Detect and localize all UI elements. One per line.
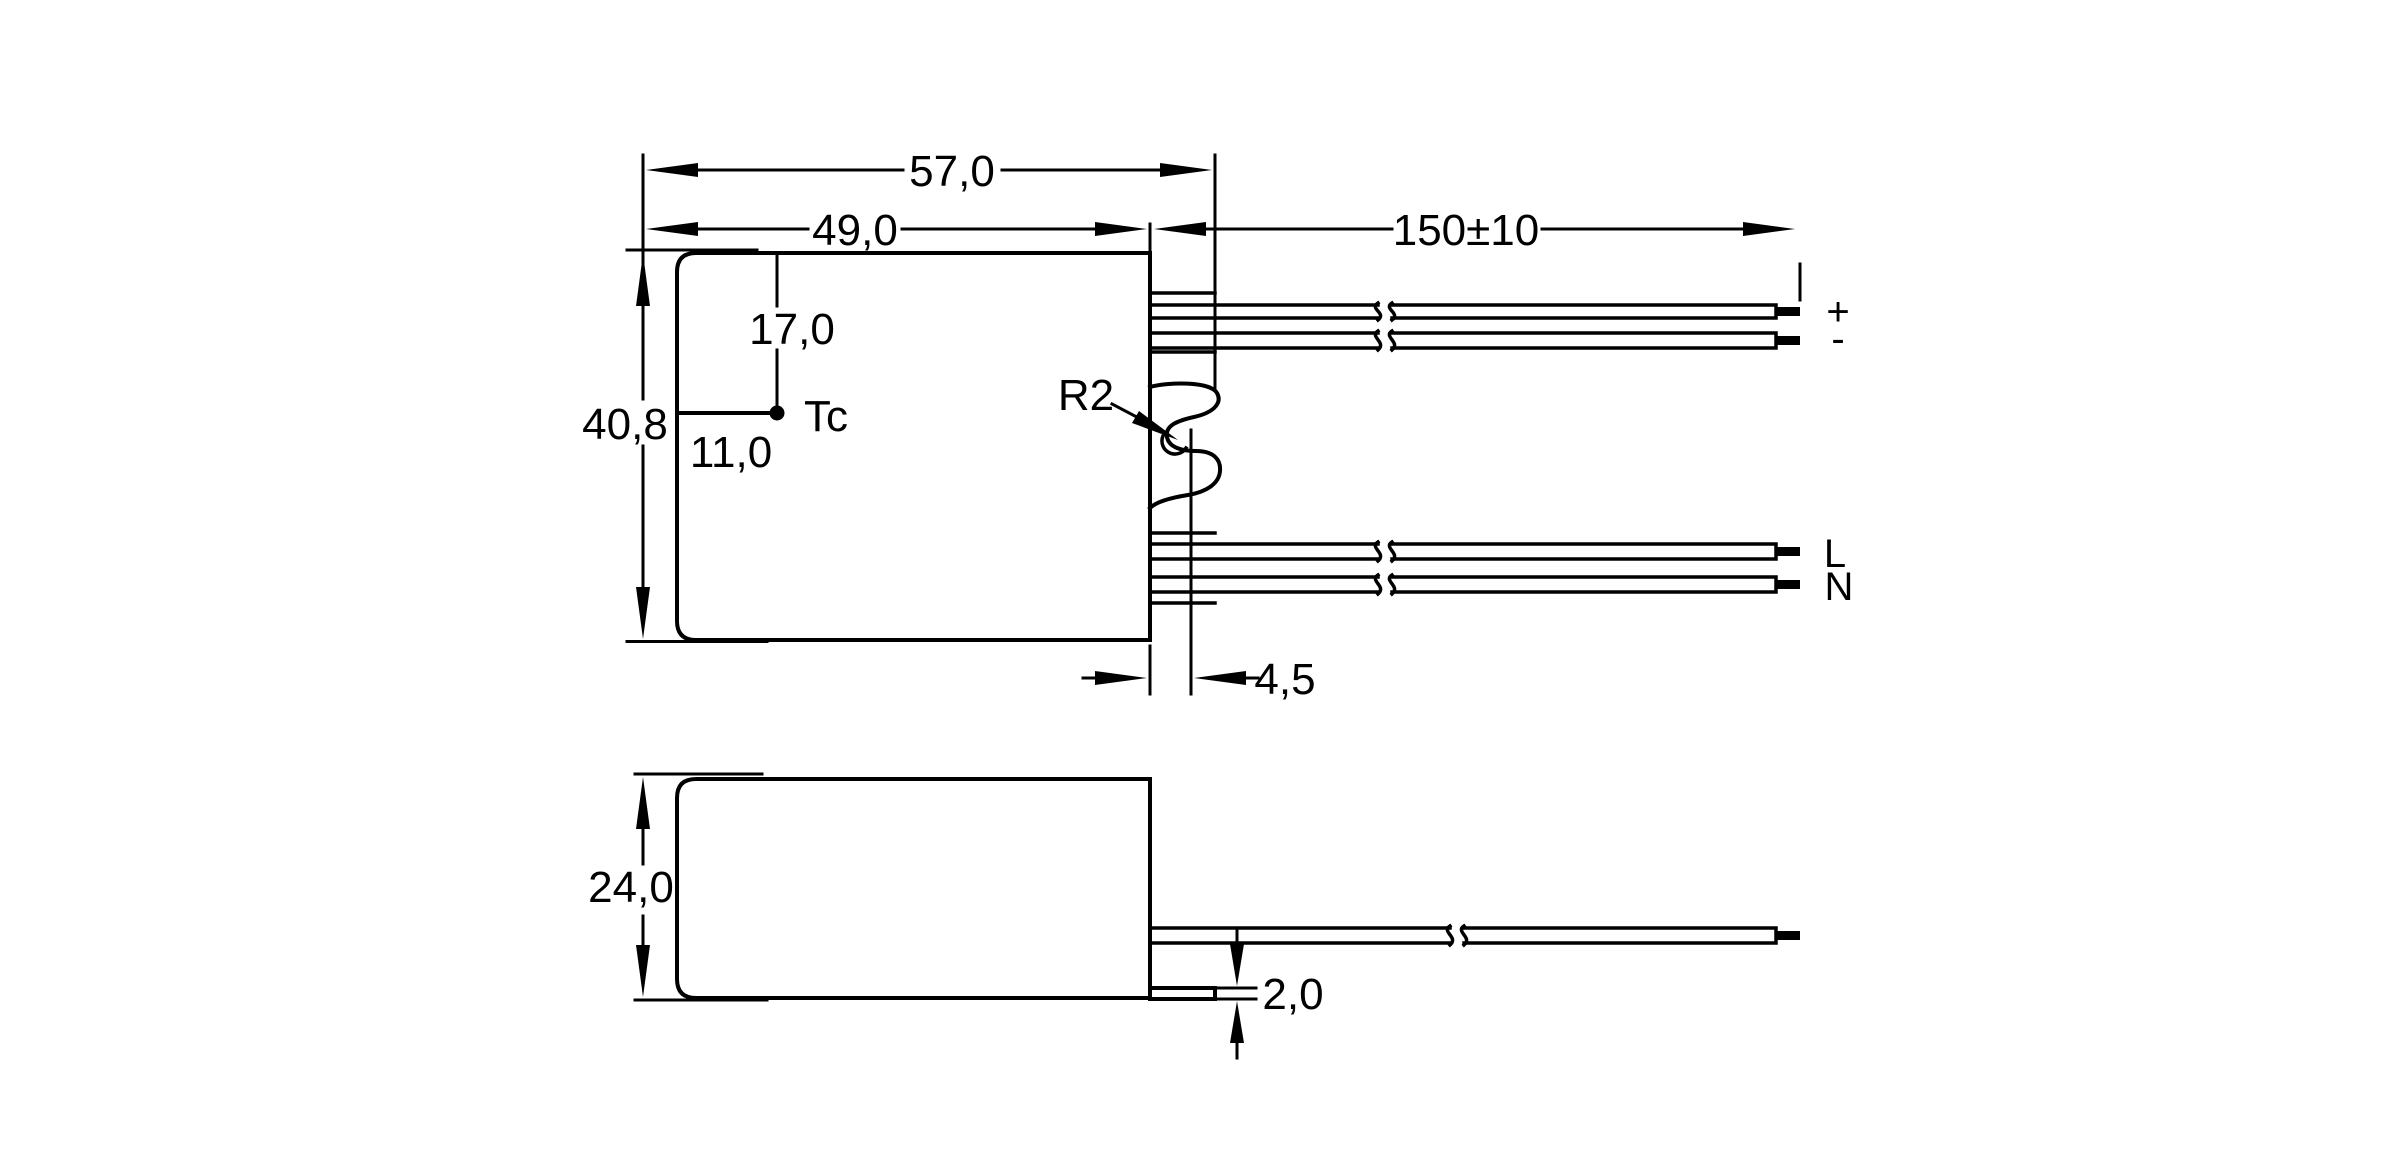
wire-plus <box>1148 300 1800 323</box>
r2-radius-arc <box>1160 431 1189 456</box>
wire-plus-tip <box>1776 307 1800 316</box>
wire-line-tip <box>1776 547 1800 556</box>
side-view-dimensions: 24,0 2,0 <box>588 777 1324 1060</box>
side-view <box>633 772 1800 1002</box>
wire-line <box>1148 539 1800 564</box>
label-wire-neutral: N <box>1825 565 1854 609</box>
top-view <box>625 248 1800 643</box>
strain-relief-clip <box>1147 381 1223 511</box>
label-wire-minus: - <box>1831 317 1844 361</box>
dim-40-8-arrow-down <box>636 587 650 639</box>
dim-strain-relief: 4,5 <box>1254 655 1315 704</box>
label-wire-plus: + <box>1826 290 1849 334</box>
wire-neutral-tip <box>1776 580 1800 589</box>
dim-side-height: 24,0 <box>588 863 674 912</box>
top-view-body <box>675 251 1152 642</box>
top-view-dimensions: 57,0 49,0 150±10 40,8 17,0 11,0 Tc R2 4,… <box>582 147 1853 704</box>
dim-tc-from-top: 17,0 <box>749 305 835 354</box>
dim-wire-length: 150±10 <box>1393 206 1540 255</box>
label-tc: Tc <box>804 392 848 441</box>
wire-minus-tip <box>1776 336 1800 345</box>
label-wire-line: L <box>1824 532 1846 576</box>
dim-plate-thickness: 2,0 <box>1262 970 1323 1019</box>
r2-leader-arrow <box>1132 411 1178 440</box>
dim-40-8-arrow-up <box>636 254 650 306</box>
side-wire-tip <box>1776 931 1800 940</box>
base-plate-tab <box>1148 986 1217 1001</box>
dim-tc-from-left: 11,0 <box>690 428 772 477</box>
label-r2: R2 <box>1058 371 1114 420</box>
side-view-body <box>675 777 1152 1000</box>
tc-point <box>769 405 785 421</box>
wire-neutral <box>1148 572 1800 597</box>
dim-body-width: 49,0 <box>812 206 898 255</box>
dim-body-height: 40,8 <box>582 400 668 449</box>
side-view-wire <box>1148 923 1800 948</box>
dim-overall-width: 57,0 <box>909 147 995 196</box>
wire-minus <box>1148 328 1800 353</box>
